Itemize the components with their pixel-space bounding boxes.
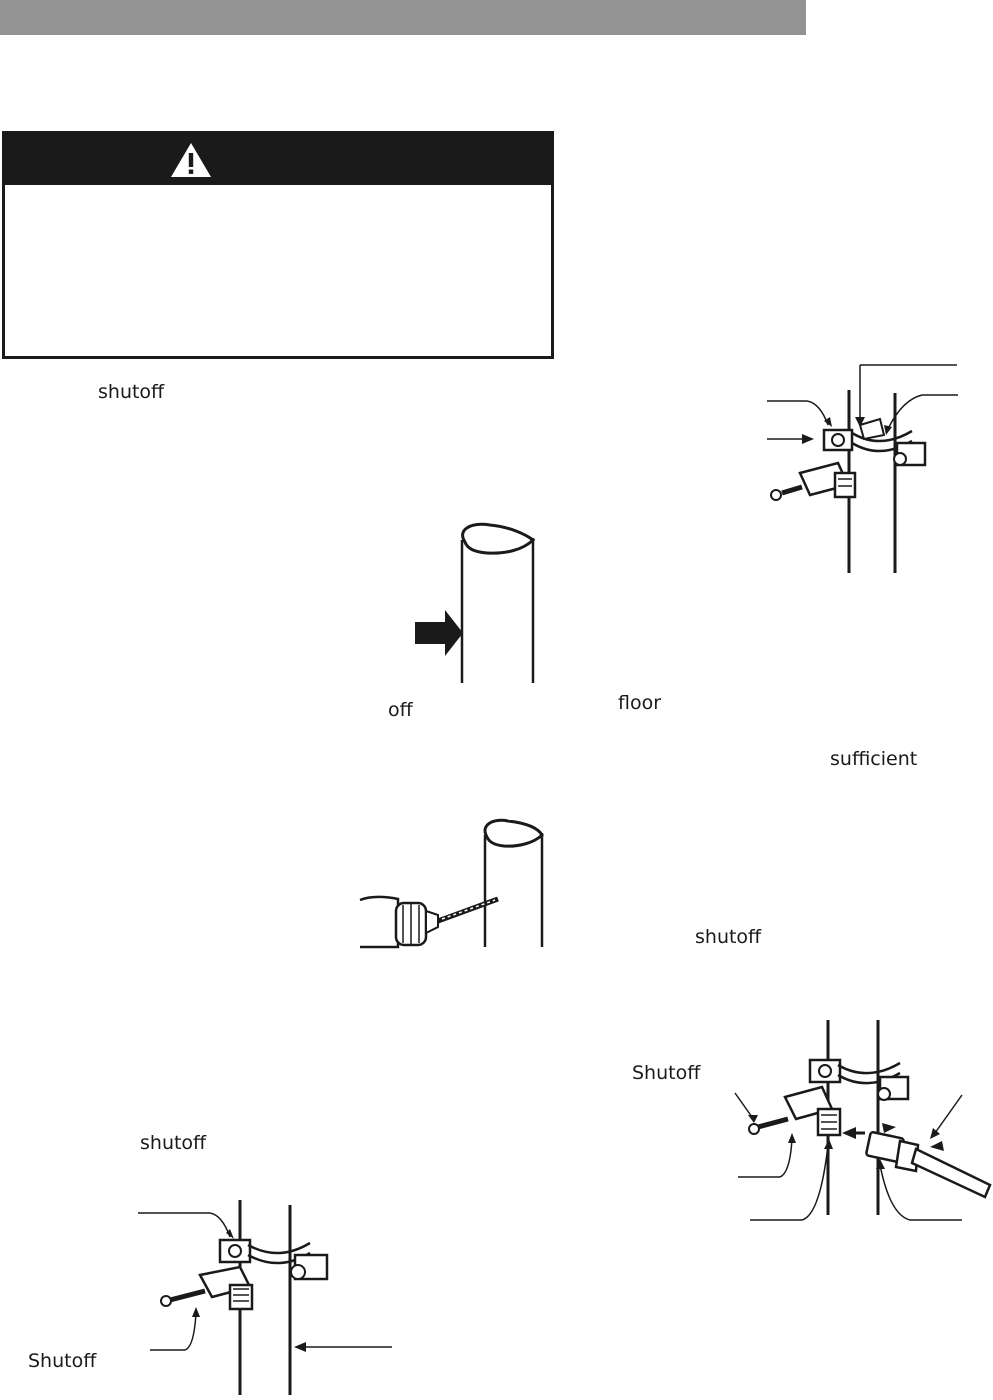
warning-triangle-icon [171, 143, 211, 177]
step-shutoff-text: shutoff [98, 381, 165, 403]
shutoff-valve-callout: Shutoff [28, 1350, 97, 1372]
shutoff-valve-clamp-illustration [138, 1200, 392, 1395]
drill-into-pipe-illustration [359, 818, 544, 949]
warning-header [5, 134, 551, 185]
section-header-bar [0, 0, 806, 35]
tubing-connection-illustration [734, 1020, 992, 1221]
warning-box [2, 131, 554, 359]
shutoff-valve-callout-2: Shutoff [632, 1062, 701, 1084]
step-shutoff-text-2: shutoff [140, 1132, 207, 1154]
step-shutoff-text-3: shutoff [695, 926, 762, 948]
step-sufficient-text: sufficient [830, 748, 918, 770]
pipe-with-arrow-illustration [415, 522, 536, 683]
step-floor-text: floor [618, 692, 662, 714]
saddle-clamp-closeup-illustration [767, 364, 958, 573]
step-off-text: off [388, 699, 413, 721]
